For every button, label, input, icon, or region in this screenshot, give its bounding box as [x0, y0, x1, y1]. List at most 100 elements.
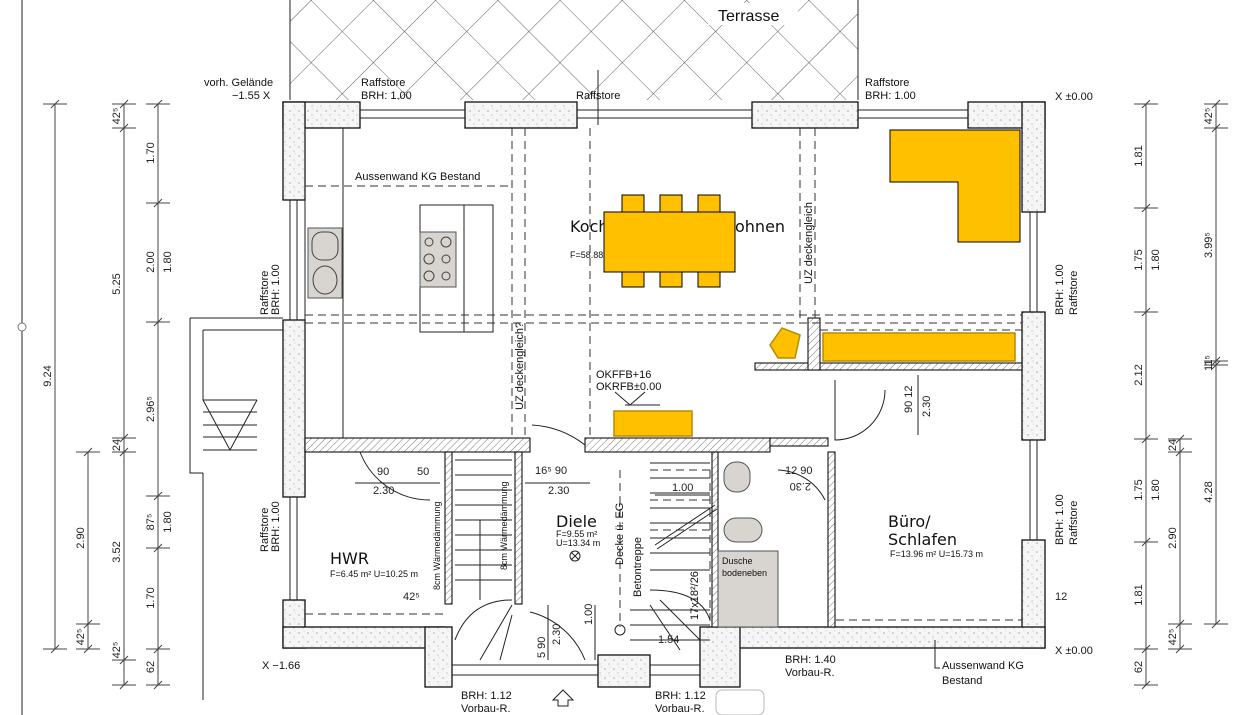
level-mark: X −1.66	[262, 660, 300, 672]
entrance-arrow-icon	[551, 689, 575, 707]
door-hwr[interactable]	[359, 451, 431, 501]
dimension-label: 9.24	[42, 365, 54, 386]
dimension-label: 24	[1167, 439, 1179, 451]
terrace: Terrasse	[289, 0, 859, 100]
dim-text: 1.00	[672, 482, 693, 494]
dimension-tick	[1134, 434, 1158, 444]
dimension-label: 1.81	[1133, 584, 1145, 605]
dimension-tick	[1204, 619, 1228, 629]
dimension-tick	[43, 644, 67, 654]
sideboard	[822, 332, 1016, 362]
dim-text: 2.30	[373, 485, 394, 497]
dimension-tick	[146, 317, 170, 327]
dimension-tick	[1168, 434, 1192, 444]
room-area-buero: F=13.96 m² U=15.73 m	[890, 549, 983, 559]
door-bedroom[interactable]	[834, 380, 886, 441]
dimension-label: 24	[111, 439, 123, 451]
annotations: vorh. Gelände −1.55 X Raffstore BRH: 1.0…	[204, 77, 1093, 715]
dimension-label: 1.75	[1133, 479, 1145, 500]
toilet-icon	[723, 517, 763, 543]
room-area-living: F=58.88	[570, 250, 603, 260]
shower-label: Dusche	[722, 556, 753, 566]
dimension-tick	[112, 433, 136, 443]
bench	[613, 410, 693, 437]
dim-text: 2.30	[548, 485, 569, 497]
terrain-label: vorh. Gelände	[204, 77, 273, 89]
dimension-label: 87⁵	[145, 514, 157, 531]
dim-text: 42⁵	[403, 591, 420, 603]
dim-text: 2.30	[551, 624, 563, 645]
dimension-label: 1.80	[162, 511, 174, 532]
window-label: Raffstore	[1068, 271, 1080, 315]
room-name-living: Koch	[570, 217, 608, 236]
dimension-tick	[112, 123, 136, 133]
dimension-tick	[112, 447, 136, 457]
staircase-left	[454, 424, 586, 661]
dim-text: 90	[377, 466, 389, 478]
dimension-tick	[146, 99, 170, 109]
window-label: Raffstore	[576, 90, 620, 102]
dimension-label: 3.52	[111, 541, 123, 562]
door-dimensions: 90 50 2.30 42⁵ 16⁵ 90 2.30 1.00 12 90 2.…	[355, 375, 1067, 707]
sofa	[889, 129, 1021, 243]
dimension-tick	[43, 99, 67, 109]
dimension-tick	[112, 680, 136, 690]
window-label: Vorbau-R.	[785, 667, 835, 679]
window-label: Raffstore	[865, 77, 909, 89]
dimension-tick	[1204, 123, 1228, 133]
floor-level-note: OKRFB±0.00	[596, 381, 661, 393]
dim-text: 50	[417, 466, 429, 478]
dimension-label: 1.80	[162, 251, 174, 272]
dimension-label: 1.75	[1133, 249, 1145, 270]
dimension-tick	[146, 543, 170, 553]
insulation-note: 8cm Wärmedämmung	[432, 501, 442, 590]
window-label: BRH: 1.40	[785, 654, 836, 666]
scroll-handle[interactable]	[17, 322, 27, 332]
level-mark: X ±0.00	[1055, 645, 1093, 657]
armchair	[769, 327, 801, 359]
window-label: BRH: 1.12	[461, 690, 512, 702]
dimension-label: 1.80	[1150, 479, 1162, 500]
beam-note: UZ deckengleich	[803, 202, 815, 284]
dimension-tick	[1204, 99, 1228, 109]
stair-spec: 17x18²/26	[689, 571, 701, 620]
stair-note: Betontreppe	[632, 537, 644, 597]
dashed-lines	[305, 128, 1022, 627]
wall-note: Bestand	[942, 675, 982, 687]
bathroom: Dusche bodeneben	[717, 461, 826, 628]
window-label: BRH: 1.00	[270, 501, 282, 552]
window-label: BRH: 1.00	[1054, 264, 1066, 315]
window-label: Raffstore	[361, 77, 405, 89]
room-perimeter-diele: U=13.34 m	[556, 538, 600, 548]
dimension-tick	[1134, 307, 1158, 317]
dim-text: 90 12	[903, 385, 915, 413]
interior-walls	[304, 317, 1023, 628]
window-label: BRH: 1.12	[655, 690, 706, 702]
room-name-living-end: ohnen	[735, 217, 785, 236]
dimension-label: 2.00	[145, 251, 157, 272]
dimension-tick	[146, 680, 170, 690]
dim-text: 5 90	[536, 637, 548, 658]
room-area-diele: F=9.55 m²	[556, 529, 597, 539]
dimension-tick	[146, 491, 170, 501]
dim-text: 16⁵ 90	[535, 465, 567, 477]
kitchen	[304, 128, 494, 438]
dimension-label: 1.70	[145, 587, 157, 608]
dimension-label: 4.28	[1203, 481, 1215, 502]
dimension-tick	[1204, 360, 1228, 370]
dimension-tick	[1134, 644, 1158, 654]
window-label: BRH: 1.00	[270, 264, 282, 315]
dimension-label: 3.99⁵	[1203, 232, 1215, 258]
terrain-level: −1.55 X	[232, 90, 271, 102]
dimension-tick	[76, 619, 100, 629]
dimension-tick	[112, 655, 136, 665]
overlay-fragment	[715, 689, 765, 715]
wall-note: Aussenwand KG	[942, 660, 1024, 672]
window-label: Raffstore	[259, 271, 271, 315]
dimension-tick	[1134, 99, 1158, 109]
dimension-tick	[146, 644, 170, 654]
room-name-buero-2: Schlafen	[888, 530, 957, 549]
dimension-tick	[1168, 619, 1192, 629]
dimension-label: 42⁵	[111, 108, 123, 125]
dim-text: 2.30	[790, 480, 811, 492]
